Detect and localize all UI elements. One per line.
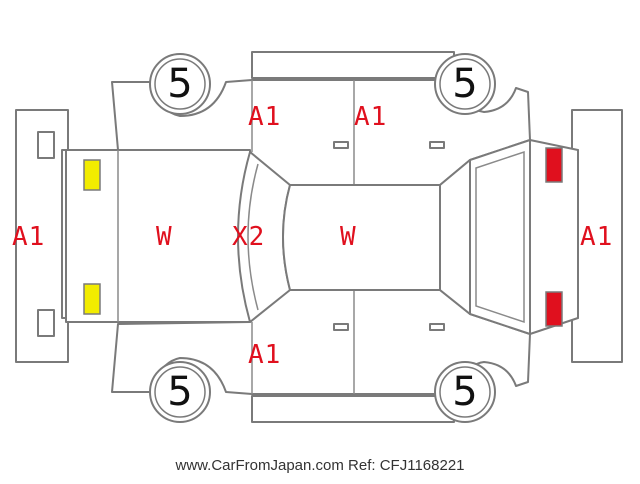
taillamp-top <box>545 147 563 183</box>
tire-rear-left <box>149 361 211 423</box>
code-front-bumper: A1 <box>12 222 46 252</box>
roof <box>282 184 441 291</box>
tire-number-rear-left: 5 <box>167 369 193 415</box>
headlamp-top <box>83 159 101 191</box>
tire-number-front-left: 5 <box>167 61 193 107</box>
code-top-rear-door: A1 <box>354 102 388 132</box>
tire-rear-right <box>434 361 496 423</box>
front-bumper <box>15 109 69 363</box>
footer-reference: www.CarFromJapan.com Ref: CFJ1168221 <box>175 457 465 474</box>
code-windshield: X2 <box>232 222 266 252</box>
tire-number-rear-right: 5 <box>452 369 478 415</box>
tire-front-right <box>434 53 496 115</box>
headlamp-bottom <box>83 283 101 315</box>
tire-number-front-right: 5 <box>452 61 478 107</box>
code-top-front-door: A1 <box>248 102 282 132</box>
code-rear-bumper: A1 <box>580 222 614 252</box>
code-bottom-front-door: A1 <box>248 340 282 370</box>
code-hood: W <box>156 222 173 252</box>
tire-front-left <box>149 53 211 115</box>
car-body <box>111 51 531 423</box>
taillamp-bottom <box>545 291 563 327</box>
code-roof: W <box>340 222 357 252</box>
windshield <box>237 151 291 323</box>
rear-section <box>439 139 579 335</box>
